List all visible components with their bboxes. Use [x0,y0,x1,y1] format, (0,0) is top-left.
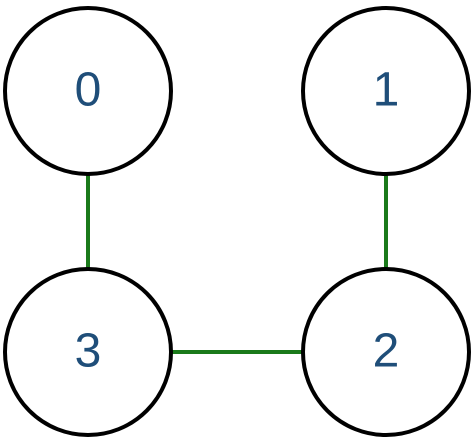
node-3: 3 [3,267,173,437]
node-label-3: 3 [75,325,102,378]
node-1: 1 [301,6,471,176]
node-label-2: 2 [373,325,400,378]
node-2: 2 [301,267,471,437]
node-label-0: 0 [75,64,102,117]
node-label-1: 1 [373,64,400,117]
node-0: 0 [3,6,173,176]
